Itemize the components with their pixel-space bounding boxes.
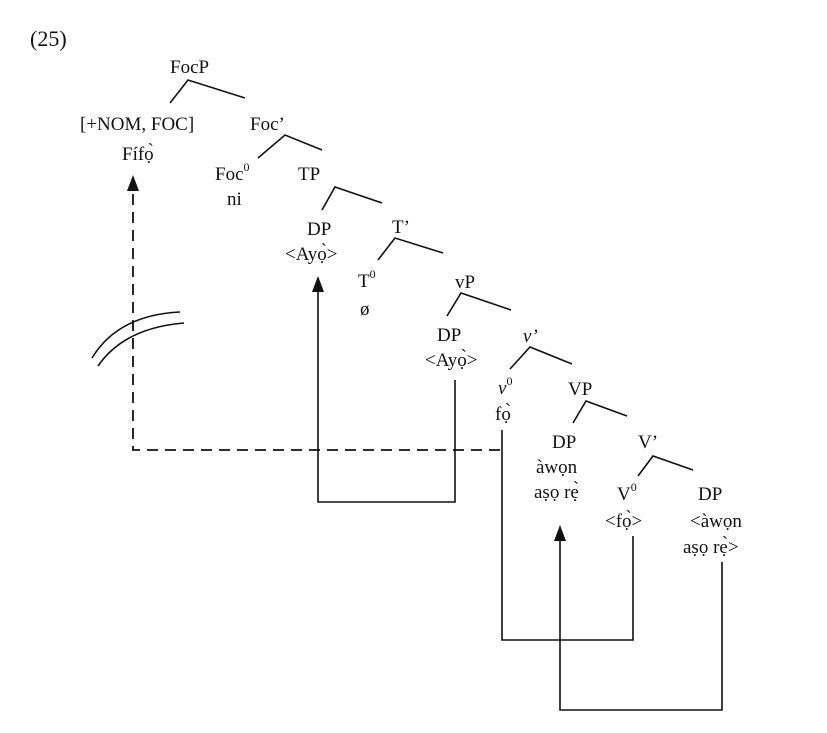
node-focp: FocP (170, 57, 209, 78)
node-dp-comp-word2: aṣọ rẹ̀> (683, 536, 739, 558)
arrowhead-dp-object-shift (554, 525, 566, 541)
node-foc0-base: Foc (215, 164, 244, 185)
branch-tp (321, 186, 383, 211)
node-v0: v0 (498, 374, 512, 399)
node-t0-base: T (358, 271, 370, 292)
arrowhead-focus (127, 175, 139, 191)
node-dp-obj-word2: aṣọ rẹ̀ (534, 481, 579, 503)
branch-vp-big (572, 400, 628, 424)
branch-v-bar (509, 346, 573, 370)
movement-line-focus-dashed (132, 192, 500, 451)
example-number: (25) (30, 26, 67, 51)
node-dp-obj: DP (552, 432, 576, 453)
branch-vp-small (446, 292, 512, 317)
node-dp-comp-word1: <àwọn (690, 511, 742, 532)
tree-nodes: FocP [+NOM, FOC] Fífọ̀ Foc’ Foc0 ni TP D… (80, 57, 742, 558)
node-vbar-big: V’ (638, 432, 658, 453)
branch-vbar-big (637, 455, 694, 477)
node-v0-big-word: <fọ̀> (605, 510, 642, 532)
movement-line-subject-raising (317, 292, 456, 503)
block-mark-outer-arc (91, 311, 181, 359)
block-mark-inner-arc (97, 322, 185, 367)
node-foc0: Foc0 (215, 160, 250, 185)
node-v-bar: v’ (523, 326, 538, 347)
node-dp-vp-word: <Ayọ̀> (425, 349, 477, 371)
node-spec-features: [+NOM, FOC] (80, 114, 194, 135)
node-vp-big: VP (568, 379, 592, 400)
node-foc-bar: Foc’ (250, 114, 285, 135)
node-t0-sup: 0 (370, 267, 376, 281)
node-t0-word: ø (360, 299, 370, 320)
node-t0: T0 (358, 267, 376, 292)
node-dp-obj-word1: àwọn (536, 457, 578, 478)
branch-foc-bar (257, 134, 323, 159)
node-spec-word: Fífọ̀ (122, 143, 154, 165)
node-tp: TP (298, 164, 320, 185)
node-v0-sup: 0 (506, 374, 512, 388)
node-v0-big-base: V (617, 484, 631, 505)
node-v0-big-sup: 0 (631, 480, 637, 494)
node-v0-base: v (498, 378, 507, 399)
node-v0-big: V0 (617, 480, 637, 505)
movement-line-v-to-small-v (501, 430, 634, 641)
node-v0-word: fọ̀ (495, 403, 511, 425)
node-dp-comp: DP (698, 484, 722, 505)
node-foc0-word: ni (227, 189, 242, 210)
movement-line-dp-object-shift (559, 540, 723, 711)
node-t-bar: T’ (392, 217, 410, 238)
node-dp-vp: DP (437, 325, 461, 346)
tree-branches (169, 79, 694, 477)
branch-focp (169, 79, 246, 104)
node-dp-tp-word: <Ayọ̀> (285, 243, 337, 265)
node-foc0-sup: 0 (244, 160, 250, 174)
node-dp-tp: DP (307, 219, 331, 240)
arrowhead-subject-raising (312, 276, 324, 292)
node-vp-small: vP (455, 272, 475, 293)
branch-t-bar (377, 237, 444, 261)
